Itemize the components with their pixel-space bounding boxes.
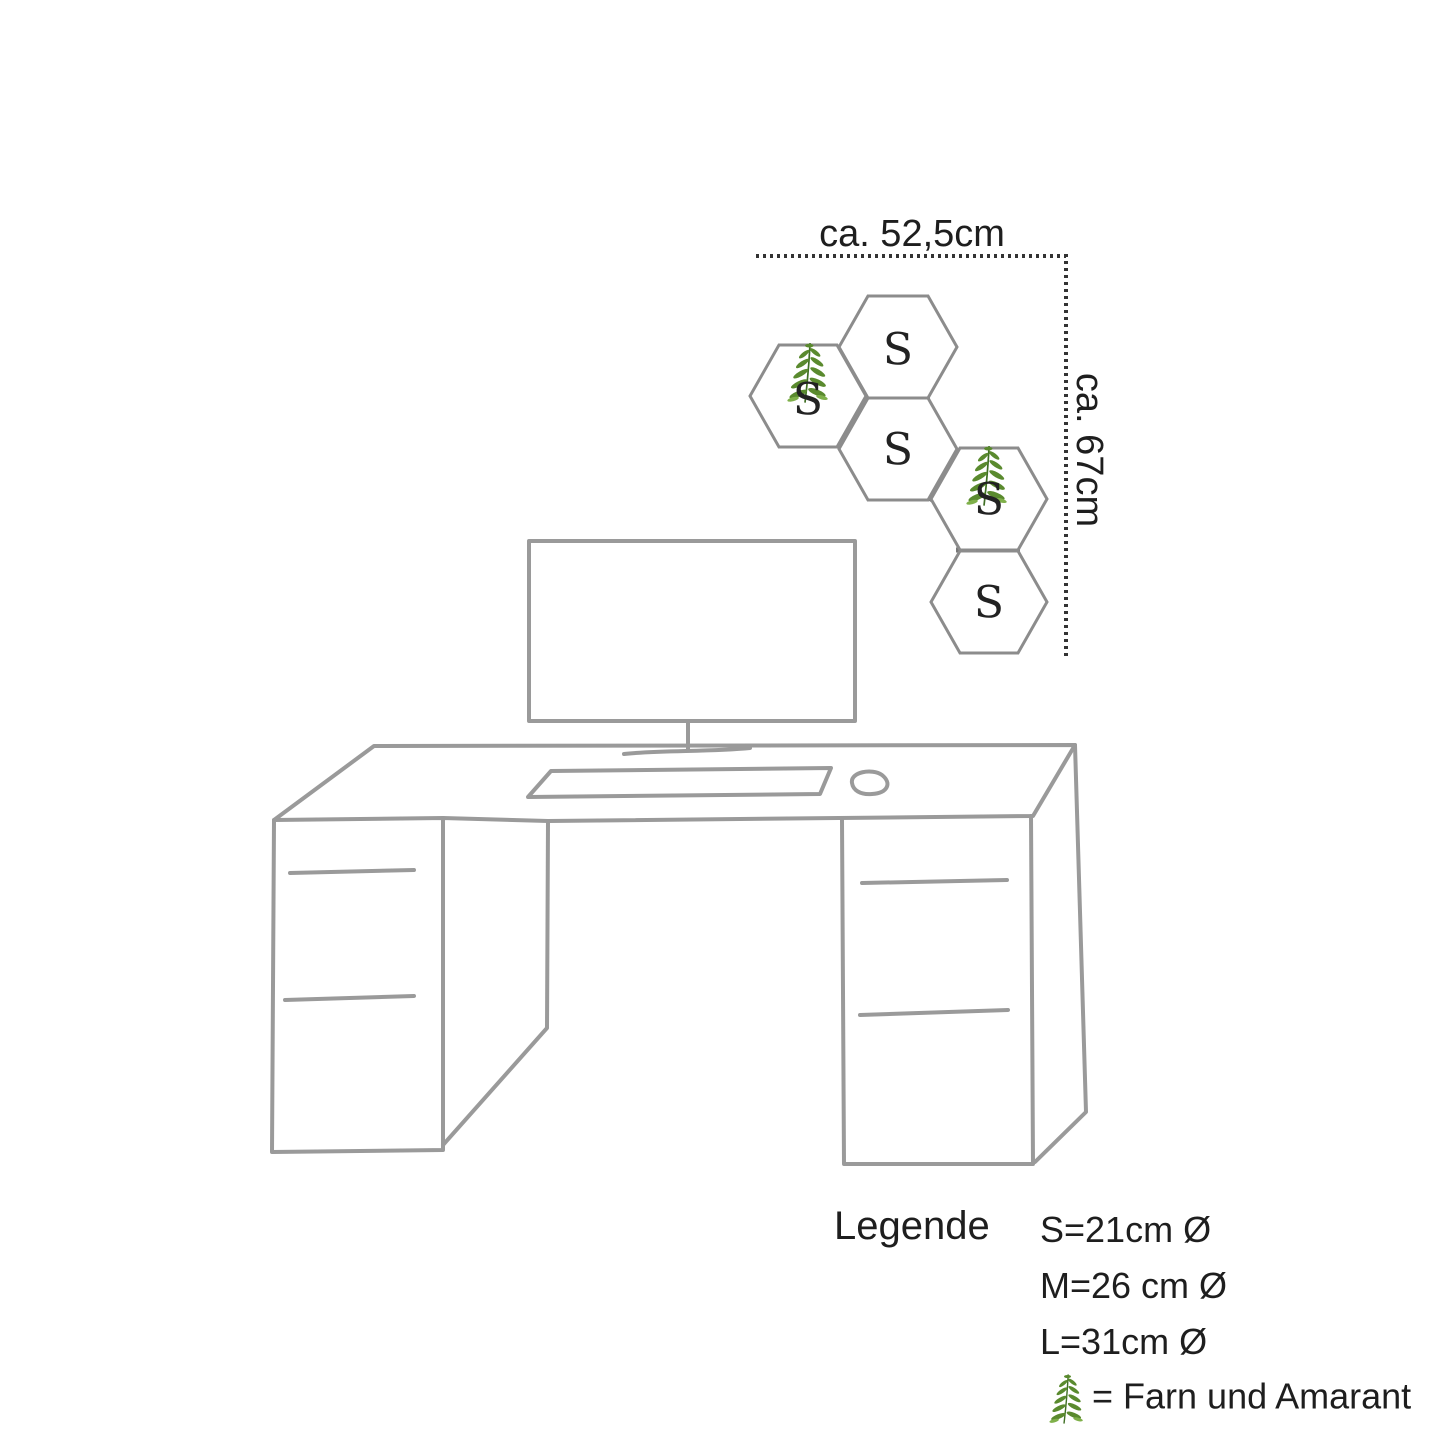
- legend-item-m: M=26 cm Ø: [1040, 1265, 1228, 1306]
- left-drawer-lines: [283, 868, 416, 1002]
- hexagon-s: S: [837, 396, 959, 502]
- hexagon-s-fern: S: [748, 342, 868, 449]
- desk-sketch: [270, 539, 1088, 1166]
- legend-item-s: S=21cm Ø: [1040, 1209, 1212, 1250]
- legend-fern-text: = Farn und Amarant: [1092, 1375, 1412, 1417]
- hexagon-s: S: [837, 294, 959, 400]
- hexagon-label: S: [974, 475, 1004, 526]
- right-pedestal-front: [840, 814, 1035, 1166]
- left-pedestal-front: [270, 816, 445, 1154]
- width-dimension-label: ca. 52,5cm: [819, 213, 1005, 255]
- hexagon-cluster: S S S S S: [748, 294, 1049, 655]
- monitor-stand: [622, 719, 752, 756]
- height-dimension-label: ca. 67cm: [1068, 373, 1110, 527]
- right-pedestal-side: [1033, 743, 1088, 1164]
- left-pedestal-side: [441, 819, 550, 1147]
- legend-title: Legende: [834, 1204, 990, 1248]
- hexagon-label: S: [793, 375, 823, 426]
- desk-top: [272, 743, 1077, 823]
- fern-icon: [1048, 1373, 1084, 1425]
- keyboard: [526, 766, 833, 799]
- right-drawer-lines: [858, 878, 1010, 1017]
- width-dimension-line: [756, 254, 1068, 658]
- hexagon-label: S: [883, 425, 913, 476]
- hexagon-s: S: [929, 549, 1049, 655]
- legend-item-l: L=31cm Ø: [1040, 1321, 1208, 1362]
- legend-item-fern: = Farn und Amarant: [1040, 1373, 1411, 1425]
- hexagon-s-fern: S: [929, 445, 1049, 552]
- hexagon-label: S: [883, 325, 913, 376]
- hexagon-label: S: [974, 578, 1004, 629]
- monitor-screen: [527, 539, 857, 723]
- mouse: [850, 769, 890, 797]
